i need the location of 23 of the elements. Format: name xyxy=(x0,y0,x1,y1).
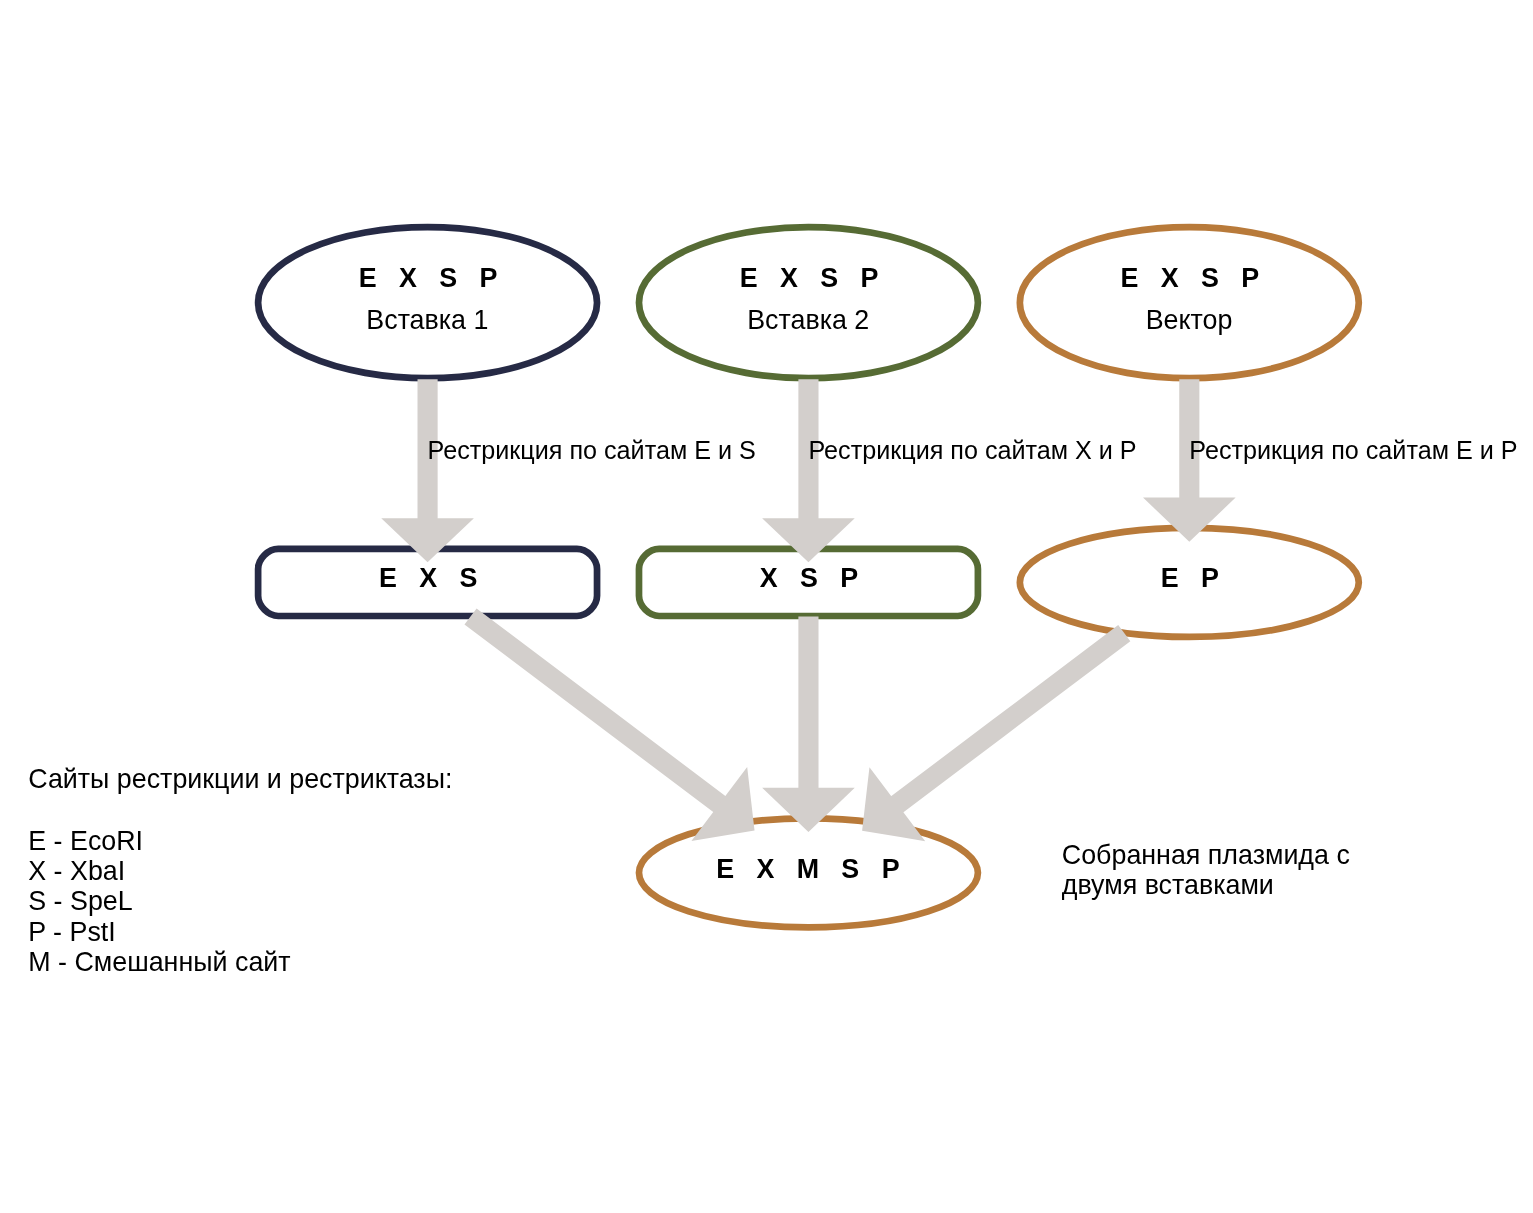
label: X - XbaI xyxy=(28,856,126,887)
label: P - PstI xyxy=(28,916,116,947)
edge-label: Рестрикция по сайтам X и P xyxy=(808,436,1137,465)
edge-label: Рестрикция по сайтам E и P xyxy=(1189,436,1518,465)
node-ellipse: E P xyxy=(1016,524,1363,641)
arrow xyxy=(862,625,1131,842)
arrow xyxy=(381,379,474,563)
label: E - EcoRI xyxy=(28,826,144,857)
label: Сайты рестрикции и рестриктазы: xyxy=(28,763,453,794)
node-label: Собранная плазмида с двумя вставками xyxy=(1061,840,1350,901)
arrow xyxy=(1143,379,1236,542)
node-ellipse: E X S P Вставка 2 xyxy=(635,223,982,382)
node-box: X S P xyxy=(635,545,982,620)
edge-label: Рестрикция по сайтам E и S xyxy=(427,436,756,465)
node-ellipse: E X M S P xyxy=(635,815,982,931)
label: S - SpeL xyxy=(28,886,133,917)
node-ellipse: E X S P Вектор xyxy=(1016,223,1363,382)
arrow xyxy=(762,379,855,563)
arrow xyxy=(464,608,755,841)
node-box: E X S xyxy=(254,545,601,620)
label: M - Смешанный сайт xyxy=(28,946,291,977)
arrow xyxy=(762,616,855,832)
node-ellipse: E X S P Вставка 1 xyxy=(254,223,601,382)
